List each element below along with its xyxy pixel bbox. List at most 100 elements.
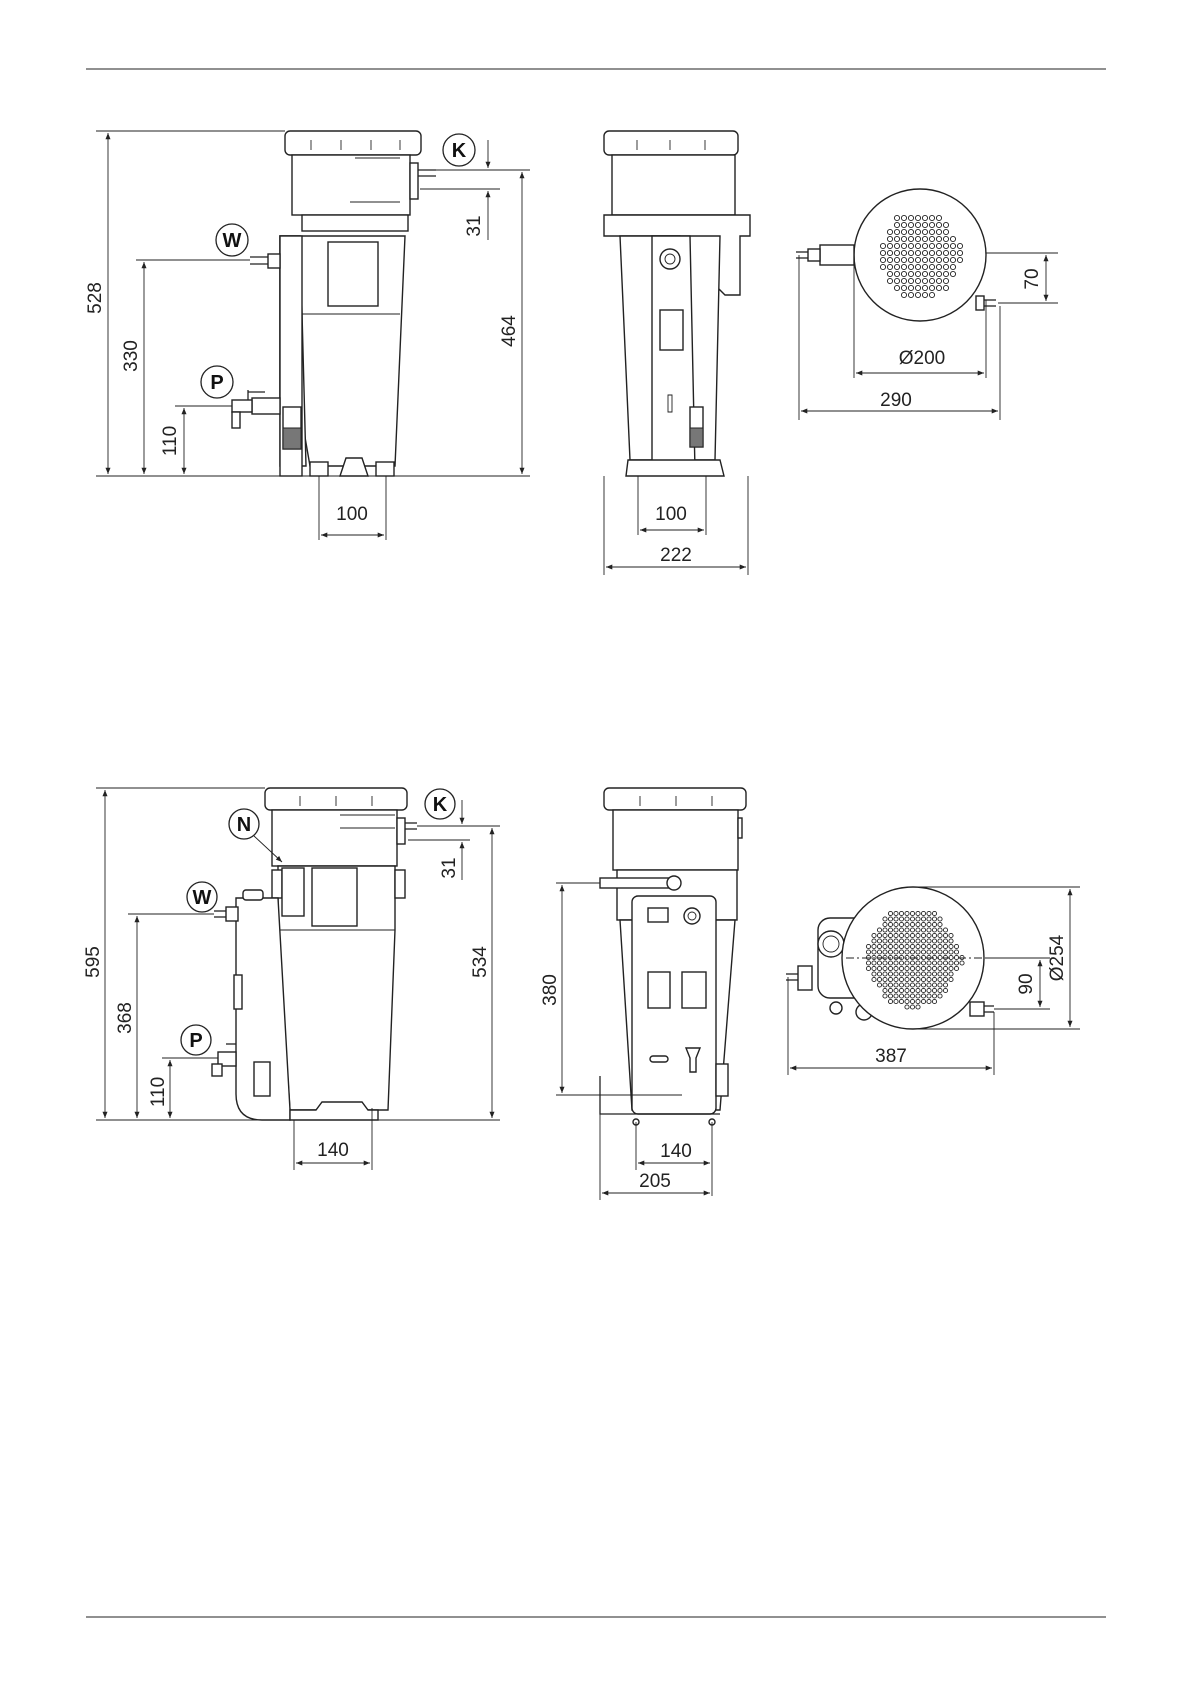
- perforation-hole: [915, 243, 920, 248]
- perforation-hole: [929, 264, 934, 269]
- perforation-hole: [877, 933, 881, 937]
- perforation-hole: [957, 257, 962, 262]
- perforation-hole: [908, 257, 913, 262]
- perforation-hole: [888, 928, 892, 932]
- perforation-hole: [905, 939, 909, 943]
- perforation-hole: [887, 264, 892, 269]
- perforation-hole: [894, 236, 899, 241]
- perforation-hole: [899, 922, 903, 926]
- perforation-hole: [915, 271, 920, 276]
- perforation-hole: [905, 983, 909, 987]
- dim-100-side: 100: [336, 504, 368, 525]
- perforation-hole: [927, 950, 931, 954]
- perforation-hole: [932, 911, 936, 915]
- perforation-hole: [905, 944, 909, 948]
- perforation-hole: [954, 944, 958, 948]
- perforation-hole: [888, 961, 892, 965]
- perforation-hole: [888, 977, 892, 981]
- dim-368: 368: [115, 1002, 136, 1034]
- perforation-hole: [943, 250, 948, 255]
- perforation-hole: [922, 250, 927, 255]
- perforation-hole: [949, 944, 953, 948]
- perforation-hole: [901, 278, 906, 283]
- perforation-hole: [936, 264, 941, 269]
- perforation-hole: [927, 928, 931, 932]
- perforation-hole: [883, 983, 887, 987]
- perforation-hole: [927, 999, 931, 1003]
- perforation-hole: [916, 983, 920, 987]
- perforation-hole: [921, 939, 925, 943]
- perforation-hole: [908, 271, 913, 276]
- perforation-hole: [916, 939, 920, 943]
- perforation-hole: [932, 972, 936, 976]
- perforation-hole: [872, 966, 876, 970]
- perforation-hole: [905, 999, 909, 1003]
- perforation-hole: [894, 939, 898, 943]
- perforation-hole: [922, 292, 927, 297]
- perforation-hole: [921, 994, 925, 998]
- perforation-hole: [899, 928, 903, 932]
- dim-100-front: 100: [655, 504, 687, 525]
- perforation-hole: [910, 917, 914, 921]
- perforation-hole: [877, 939, 881, 943]
- perforation-hole: [899, 939, 903, 943]
- perforation-hole: [915, 215, 920, 220]
- perforation-hole: [899, 977, 903, 981]
- perforation-hole: [936, 278, 941, 283]
- perforation-hole: [943, 950, 947, 954]
- perforation-hole: [910, 922, 914, 926]
- perforation-hole: [938, 955, 942, 959]
- perforation-hole: [922, 236, 927, 241]
- dim-464: 464: [499, 315, 520, 347]
- perforation-hole: [908, 243, 913, 248]
- perforation-hole: [894, 994, 898, 998]
- perforation-hole: [908, 285, 913, 290]
- dim-d254: Ø254: [1047, 934, 1068, 981]
- perforation-hole: [872, 972, 876, 976]
- perforation-hole: [943, 961, 947, 965]
- perforation-hole: [905, 933, 909, 937]
- dim-387: 387: [875, 1046, 907, 1067]
- perforation-hole: [938, 983, 942, 987]
- perforation-hole: [883, 961, 887, 965]
- perforation-hole: [899, 950, 903, 954]
- perforation-hole: [932, 961, 936, 965]
- perforation-hole: [910, 955, 914, 959]
- perforation-hole: [899, 983, 903, 987]
- perforation-hole: [883, 955, 887, 959]
- dim-528: 528: [85, 282, 106, 314]
- perforation-hole: [922, 215, 927, 220]
- perforation-hole: [921, 999, 925, 1003]
- perforation-hole: [872, 944, 876, 948]
- perforation-hole: [908, 278, 913, 283]
- dim-380: 380: [540, 974, 561, 1006]
- perforation-hole: [901, 243, 906, 248]
- perforation-hole: [899, 917, 903, 921]
- dim-110-b: 110: [148, 1077, 169, 1107]
- perforation-hole: [894, 950, 898, 954]
- perforation-hole: [938, 994, 942, 998]
- callout-w: W: [223, 230, 242, 252]
- perforation-hole: [872, 939, 876, 943]
- top-side-view: 528 330 110 31 464 100 K W P: [85, 131, 530, 540]
- perforation-hole: [927, 939, 931, 943]
- perforation-hole: [950, 243, 955, 248]
- perforation-hole: [916, 988, 920, 992]
- perforation-hole: [910, 950, 914, 954]
- perforation-hole: [910, 939, 914, 943]
- perforation-hole: [949, 933, 953, 937]
- perforation-hole: [883, 922, 887, 926]
- perforation-hole: [921, 944, 925, 948]
- perforation-hole: [915, 257, 920, 262]
- perforation-hole: [894, 278, 899, 283]
- perforation-hole: [943, 285, 948, 290]
- perforation-hole: [950, 236, 955, 241]
- perforation-hole: [916, 972, 920, 976]
- perforation-hole: [922, 243, 927, 248]
- perforation-hole: [943, 955, 947, 959]
- perforation-hole: [910, 928, 914, 932]
- perforation-hole: [905, 972, 909, 976]
- perforation-hole: [905, 928, 909, 932]
- perforation-hole: [949, 966, 953, 970]
- perforation-hole: [950, 271, 955, 276]
